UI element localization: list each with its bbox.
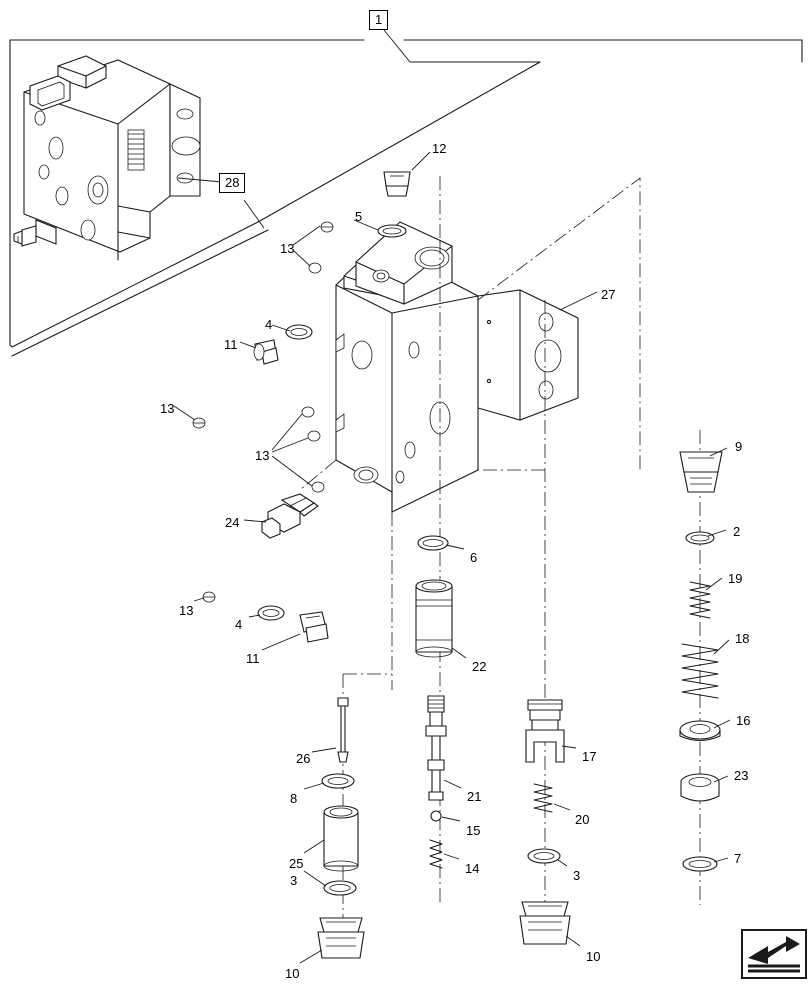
logo-emblem	[741, 929, 807, 979]
main-valve-body	[335, 221, 579, 513]
callout-19: 19	[728, 571, 743, 586]
mid-lower-column-parts	[519, 300, 571, 945]
callout-13-left: 13	[160, 401, 175, 416]
callout-5: 5	[355, 209, 363, 224]
callout-13-cluster: 13	[255, 448, 270, 463]
callout-leaders	[173, 151, 731, 964]
callout-7: 7	[734, 851, 742, 866]
callout-12: 12	[432, 141, 447, 156]
callout-25: 25	[289, 856, 304, 871]
left-lower-column-parts	[317, 674, 365, 959]
callout-20: 20	[575, 812, 590, 827]
callout-15: 15	[466, 823, 481, 838]
callout-23: 23	[734, 768, 749, 783]
right-column-parts	[679, 430, 723, 905]
detail-view-assembly	[9, 55, 541, 357]
callout-16: 16	[736, 713, 751, 728]
callout-11-upper: 11	[224, 337, 238, 352]
callout-14: 14	[465, 861, 480, 876]
callout-4-upper: 4	[265, 317, 273, 332]
center-column-parts	[415, 240, 453, 905]
callout-17: 17	[582, 749, 597, 764]
callout-27: 27	[601, 287, 616, 302]
callout-13-top: 13	[280, 241, 295, 256]
callout-11-lower: 11	[246, 651, 260, 666]
callout-18: 18	[735, 631, 750, 646]
callout-22: 22	[472, 659, 487, 674]
construction-lines	[299, 176, 641, 690]
callout-2: 2	[733, 524, 741, 539]
callout-6: 6	[470, 550, 478, 565]
figure-number-box: 1	[369, 10, 389, 30]
callout-13-lower: 13	[179, 603, 194, 618]
callout-21: 21	[467, 789, 482, 804]
callout-3-mid: 3	[573, 868, 581, 883]
callout-4-lower: 4	[235, 617, 243, 632]
callout-8: 8	[290, 791, 298, 806]
callout-10-mid: 10	[586, 949, 601, 964]
title-frame	[9, 29, 803, 63]
callout-3-left: 3	[290, 873, 298, 888]
detail-ref-box: 28	[219, 173, 246, 193]
callout-9: 9	[735, 439, 743, 454]
callout-10-left: 10	[285, 966, 300, 981]
callout-26: 26	[296, 751, 311, 766]
left-small-parts	[192, 171, 411, 643]
callout-24: 24	[225, 515, 240, 530]
